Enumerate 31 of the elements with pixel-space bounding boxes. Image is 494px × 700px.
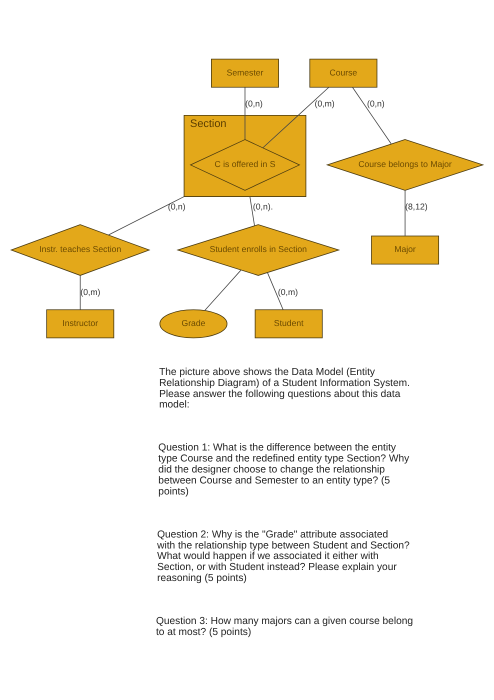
edge-label: (0,m) [278, 286, 298, 297]
edge-label: (0,n) [245, 98, 263, 109]
node-diamond: Course belongs to Major [326, 139, 484, 191]
connector [80, 275, 81, 310]
edge-label: (8,12) [405, 202, 428, 212]
edge-label: (0,m) [314, 98, 335, 109]
connector [352, 86, 392, 144]
connector [204, 270, 242, 311]
connector [262, 86, 330, 148]
label: The picture above shows the Data Model (Entity Relationship Diagram) of a Student Information System. Please answer the following questions about this data model: [159, 366, 410, 411]
label: Question 1: What is the difference between the entity type Course and the redefined entity type Section? Why did the designer choose to change the relationship between Course and Semester to an entity type? (5 points) [158, 442, 410, 498]
connector [108, 196, 185, 236]
node-box: Major [371, 236, 440, 264]
node-box: Student [254, 309, 323, 338]
connector [267, 272, 284, 310]
node-diamond: Student enrolls in Section [176, 224, 340, 276]
edge-label: (0,m) [80, 286, 100, 297]
node-diamond: Instr. teaches Section [10, 224, 150, 276]
node-diamond: C is offered in S [190, 139, 300, 191]
connector [250, 196, 255, 226]
node-ellipse: Grade [160, 309, 228, 338]
edge-label: (0,n) [168, 202, 186, 212]
connector [404, 190, 406, 236]
node-box: Semester [211, 58, 279, 88]
node-box: Course [309, 58, 378, 88]
label: Question 3: How many majors can a given course belong to at most? (5 points) [156, 616, 414, 638]
label: Question 2: Why is the "Grade" attribute associated with the relationship type between Student and Section? What would happen if we associated it either with Section, or with Student instead? Please explain your reasoning (5 points) [157, 529, 410, 584]
node-box: Instructor [46, 309, 114, 338]
edge-label: (0,n) [366, 98, 385, 109]
edge-label: (0,n). [252, 202, 273, 212]
connector [244, 86, 246, 140]
